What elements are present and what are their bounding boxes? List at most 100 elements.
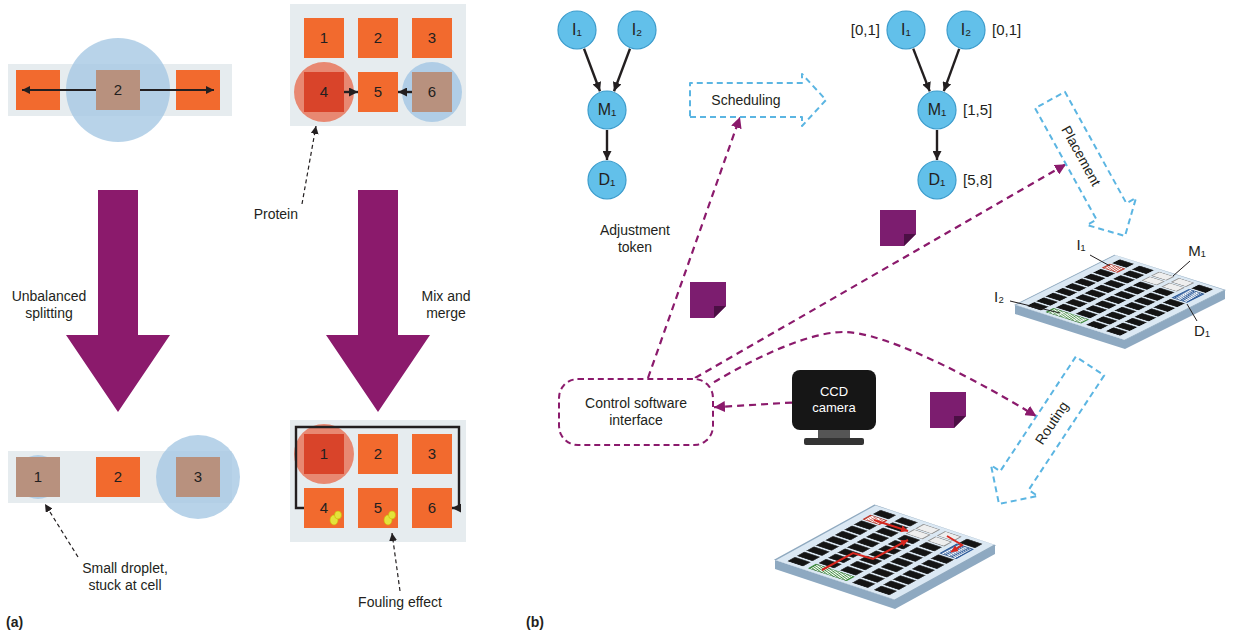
interval-label: [5,8]	[963, 171, 992, 189]
electrode-cell: 5	[358, 72, 398, 112]
electrode-cell: 2	[96, 70, 140, 110]
dashed-arrow-shape	[690, 74, 826, 126]
node-circle	[588, 91, 626, 129]
node-text: 3	[428, 29, 436, 47]
node-text: 3	[194, 468, 202, 486]
leader-line	[392, 533, 400, 591]
node-circle	[588, 161, 626, 199]
droplet-route	[947, 536, 962, 552]
dashed-arrow-shape	[991, 357, 1104, 504]
node-text: 5	[374, 499, 382, 517]
operation-node: I₁	[557, 10, 597, 50]
operation-node: I₁[0,1]	[886, 10, 926, 50]
control-link	[714, 403, 792, 408]
camera-base	[804, 438, 864, 445]
leader-line	[302, 126, 316, 204]
flow-step-arrow: Placement	[1035, 95, 1155, 245]
chip-label: I₂	[988, 288, 1010, 306]
chip-label: D₁	[1190, 322, 1214, 340]
node-text: 2	[114, 81, 122, 99]
split-arrow	[22, 89, 96, 91]
node-text: 1	[320, 29, 328, 47]
fouling-blob	[389, 511, 396, 519]
droplet-route	[822, 540, 908, 570]
interval-label: [1,5]	[963, 101, 992, 119]
node-text: M₁	[928, 100, 947, 119]
callout-label: Fouling effect	[345, 594, 455, 611]
leader-line	[1090, 255, 1110, 266]
node-circle	[887, 11, 925, 49]
interval-label: [0,1]	[992, 21, 1021, 39]
node-text: I₁	[901, 20, 911, 39]
node-text: M₁	[598, 100, 617, 119]
flow-step-arrow: Scheduling	[688, 74, 828, 126]
node-text: 1	[34, 468, 42, 486]
droplet	[156, 435, 240, 519]
node-circle	[918, 91, 956, 129]
node-text: 6	[428, 499, 436, 517]
callout-label: Small droplet, stuck at cell	[70, 560, 180, 594]
chip-label: I₁	[1070, 236, 1092, 254]
node-circle	[558, 11, 596, 49]
protein-droplet	[294, 424, 354, 484]
operation-node: I₂	[617, 10, 657, 50]
node-text: I₁	[572, 20, 582, 39]
electrode-cell: 6	[412, 488, 452, 528]
token-icon	[880, 210, 916, 246]
node-text: 5	[374, 83, 382, 101]
operation-node: M₁	[587, 90, 627, 130]
electrode-cell: 5	[358, 488, 398, 528]
chip-label: M₁	[1184, 242, 1210, 260]
leader-line	[45, 504, 78, 557]
camera-stand	[818, 430, 850, 438]
electrode-cell: 2	[358, 434, 398, 474]
leader-line	[1010, 301, 1060, 313]
node-text: CCD camera	[804, 384, 864, 415]
step-label: Mix and merge	[406, 288, 486, 322]
electrode-cell: 1	[16, 457, 60, 497]
electrode-strip	[8, 451, 232, 503]
flow-arrow	[344, 91, 358, 93]
node-text: 2	[374, 445, 382, 463]
node-text: I₂	[961, 20, 972, 39]
node-text: 3	[428, 445, 436, 463]
node-text: 6	[428, 83, 436, 101]
panel-label: (b)	[526, 614, 566, 631]
flow-arrow	[913, 49, 930, 92]
operation-node: D₁[5,8]	[917, 160, 957, 200]
electrode-cell: 6	[412, 72, 452, 112]
flow-arrow	[936, 130, 938, 160]
biochip	[1015, 255, 1225, 340]
droplet	[16, 455, 60, 499]
flow-arrow	[584, 49, 600, 92]
flow-arrow	[944, 49, 959, 91]
operation-node: I₂[0,1]	[946, 10, 986, 50]
electrode-cell: 1	[304, 434, 344, 474]
node-text: Scheduling	[711, 92, 780, 109]
node-circle	[947, 11, 985, 49]
node-text: 4	[320, 499, 328, 517]
dashed-arrow-shape	[1035, 92, 1136, 236]
node-text: 1	[320, 445, 328, 463]
electrode-cell: 4	[304, 72, 344, 112]
step-label: Unbalanced splitting	[4, 288, 94, 322]
fouling-blob	[335, 511, 342, 519]
node-circle	[618, 11, 656, 49]
node-circle	[918, 161, 956, 199]
node-text: 2	[114, 468, 122, 486]
flow-step-arrow: Routing	[985, 358, 1110, 510]
node-text: I₂	[632, 20, 643, 39]
electrode-cell: 3	[412, 434, 452, 474]
electrode-cell: 1	[304, 18, 344, 58]
operation-node: M₁[1,5]	[917, 90, 957, 130]
control-link	[695, 164, 1066, 378]
fouling-deposit	[383, 510, 397, 526]
split-arrow	[140, 89, 214, 91]
electrode-cell: 3	[176, 457, 220, 497]
leader-line	[1187, 304, 1197, 321]
camera-box: CCD camera	[792, 370, 876, 430]
interval-label: [0,1]	[851, 21, 880, 39]
callout-label: Adjustment token	[590, 222, 680, 256]
operation-node: D₁	[587, 160, 627, 200]
